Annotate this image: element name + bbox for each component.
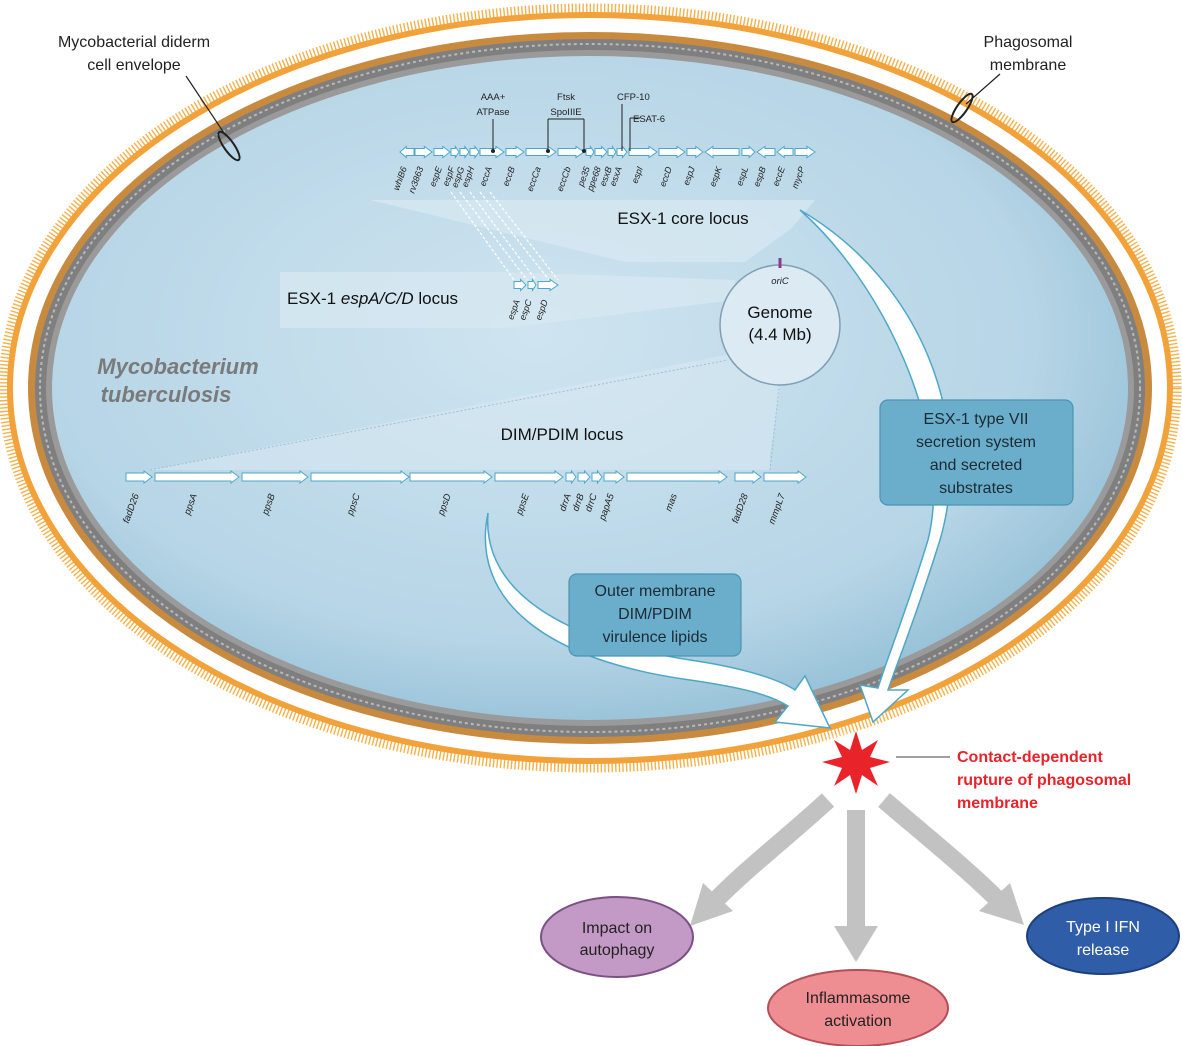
esx1-gene-ppe68 [594,145,608,159]
dim-curved-arrow [484,512,832,729]
esx1-core-projection [370,200,815,262]
dim-gene-ppsB [241,470,309,484]
dim-gene-papA5 [603,470,625,484]
ftsk-label-1: Ftsk [557,92,575,103]
dim-box-line1: Outer membrane [595,583,716,600]
dim-gene-fadD28 [734,470,762,484]
aaa-label-2: ATPase [476,107,509,118]
espacd-projection [280,272,735,328]
ftsk-label-2: SpoIIIE [550,107,581,118]
starburst-icon [822,731,890,794]
esx1-gene-eccD [658,145,686,159]
ftsk-dot-2 [582,149,586,153]
esx1-gene-whiB6 [399,145,415,159]
esx1-gene-rv3863 [414,145,433,159]
dim-gene-mas [626,470,728,484]
ftsk-dot-1 [546,149,550,153]
phago-label-1: Phagosomal [984,34,1073,51]
esx1-gene-eccB [505,145,525,159]
outcome-arrows [690,793,1024,962]
esx1-gene-espK [704,145,740,159]
esx-box-line2: secretion system [916,434,1036,451]
envelope-label-2: cell envelope [87,57,181,74]
phagosomal-membrane-fringe [0,3,1182,773]
dim-gene-drrB [577,469,591,485]
rupture-label-3: membrane [957,795,1038,812]
esx1-gene-espF [450,144,460,160]
inflammasome-label-1: Inflammasome [806,990,911,1007]
esx-secretion-box [879,399,1074,506]
ifn-label-1: Type I IFN [1066,919,1140,936]
dim-gene-ppsA [154,470,240,484]
inflammasome-arrowhead [834,926,878,962]
species-label-2: tuberculosis [101,382,232,407]
dim-locus-label: DIM/PDIM locus [501,425,624,444]
envelope-pointer-ring [217,130,241,162]
ifn-outcome [1026,897,1180,975]
genome-label-1: Genome [747,303,812,322]
autophagy-arrow [709,793,835,907]
rupture-label-1: Contact-dependent [957,749,1103,766]
inflammasome-outcome [767,969,949,1046]
esx1-gene-mycP [794,145,816,159]
dim-gene-ppsE [494,470,564,484]
esx1-gene-eccE [776,145,794,159]
dim-box-line2: DIM/PDIM [618,606,692,623]
esx-box-line3: and secreted [930,457,1023,474]
ifn-arrowhead [979,883,1024,925]
dim-gene-ppsC [310,470,410,484]
rupture-label-2: rupture of phagosomal [957,772,1131,789]
esx1-gene-espI [628,145,658,159]
ifn-label-2: release [1077,942,1130,959]
phago-pointer-line [965,73,1001,105]
autophagy-label-1: Impact on [582,920,652,937]
espacd-gene-espA [513,278,527,292]
dim-gene-drrA [565,469,577,485]
phago-label-2: membrane [990,57,1067,74]
dim-box-line3: virulence lipids [603,629,708,646]
esx1-core-label: ESX-1 core locus [617,209,748,228]
esx1-gene-espB [756,145,776,159]
envelope-label-1: Mycobacterial diderm [58,34,210,51]
esat6-label: ESAT-6 [633,114,665,125]
autophagy-label-2: autophagy [580,942,655,959]
dim-projection-edge-2 [769,377,781,471]
esx1-gene-espH [469,144,480,160]
dim-gene-drrC [591,469,603,485]
esx-box-line1: ESX-1 type VII [924,411,1029,428]
esx1-gene-espJ [686,145,704,159]
autophagy-outcome [540,896,694,978]
autophagy-arrowhead [690,883,733,926]
phago-pointer-ring [950,92,974,124]
dim-gene-fadD26 [125,470,153,484]
cfp10-label: CFP-10 [617,92,650,103]
ifn-arrow [878,793,1003,905]
species-label-1: Mycobacterium [97,354,258,379]
esx-box-line4: substrates [939,480,1013,497]
cell-envelope-dashes [39,43,1141,733]
inflammasome-label-2: activation [824,1013,892,1030]
esx1-gene-eccCb [557,145,585,159]
dim-projection [150,348,780,470]
esx1-gene-esxB [607,144,617,160]
espacd-label: ESX-1 espA/C/D locus [287,289,458,308]
esx1-gene-espG [459,144,470,160]
dim-gene-ppsD [409,470,493,484]
envelope-pointer-line [185,75,227,137]
dim-gene-mmpL7 [763,470,807,484]
esx1-gene-espE [433,145,451,159]
espacd-gene-espC [527,277,537,293]
espacd-correspondence-lines [450,191,559,281]
genome-label-2: (4.4 Mb) [748,325,811,344]
aaa-label-1: AAA+ [481,92,506,103]
aaa-pointer-dot [491,149,495,153]
dim-lipids-box [568,573,742,657]
esx1-gene-espL [741,145,756,159]
espacd-gene-espD [537,278,559,292]
oric-label: oriC [771,276,789,287]
esx1-gene-pe35 [585,144,595,160]
